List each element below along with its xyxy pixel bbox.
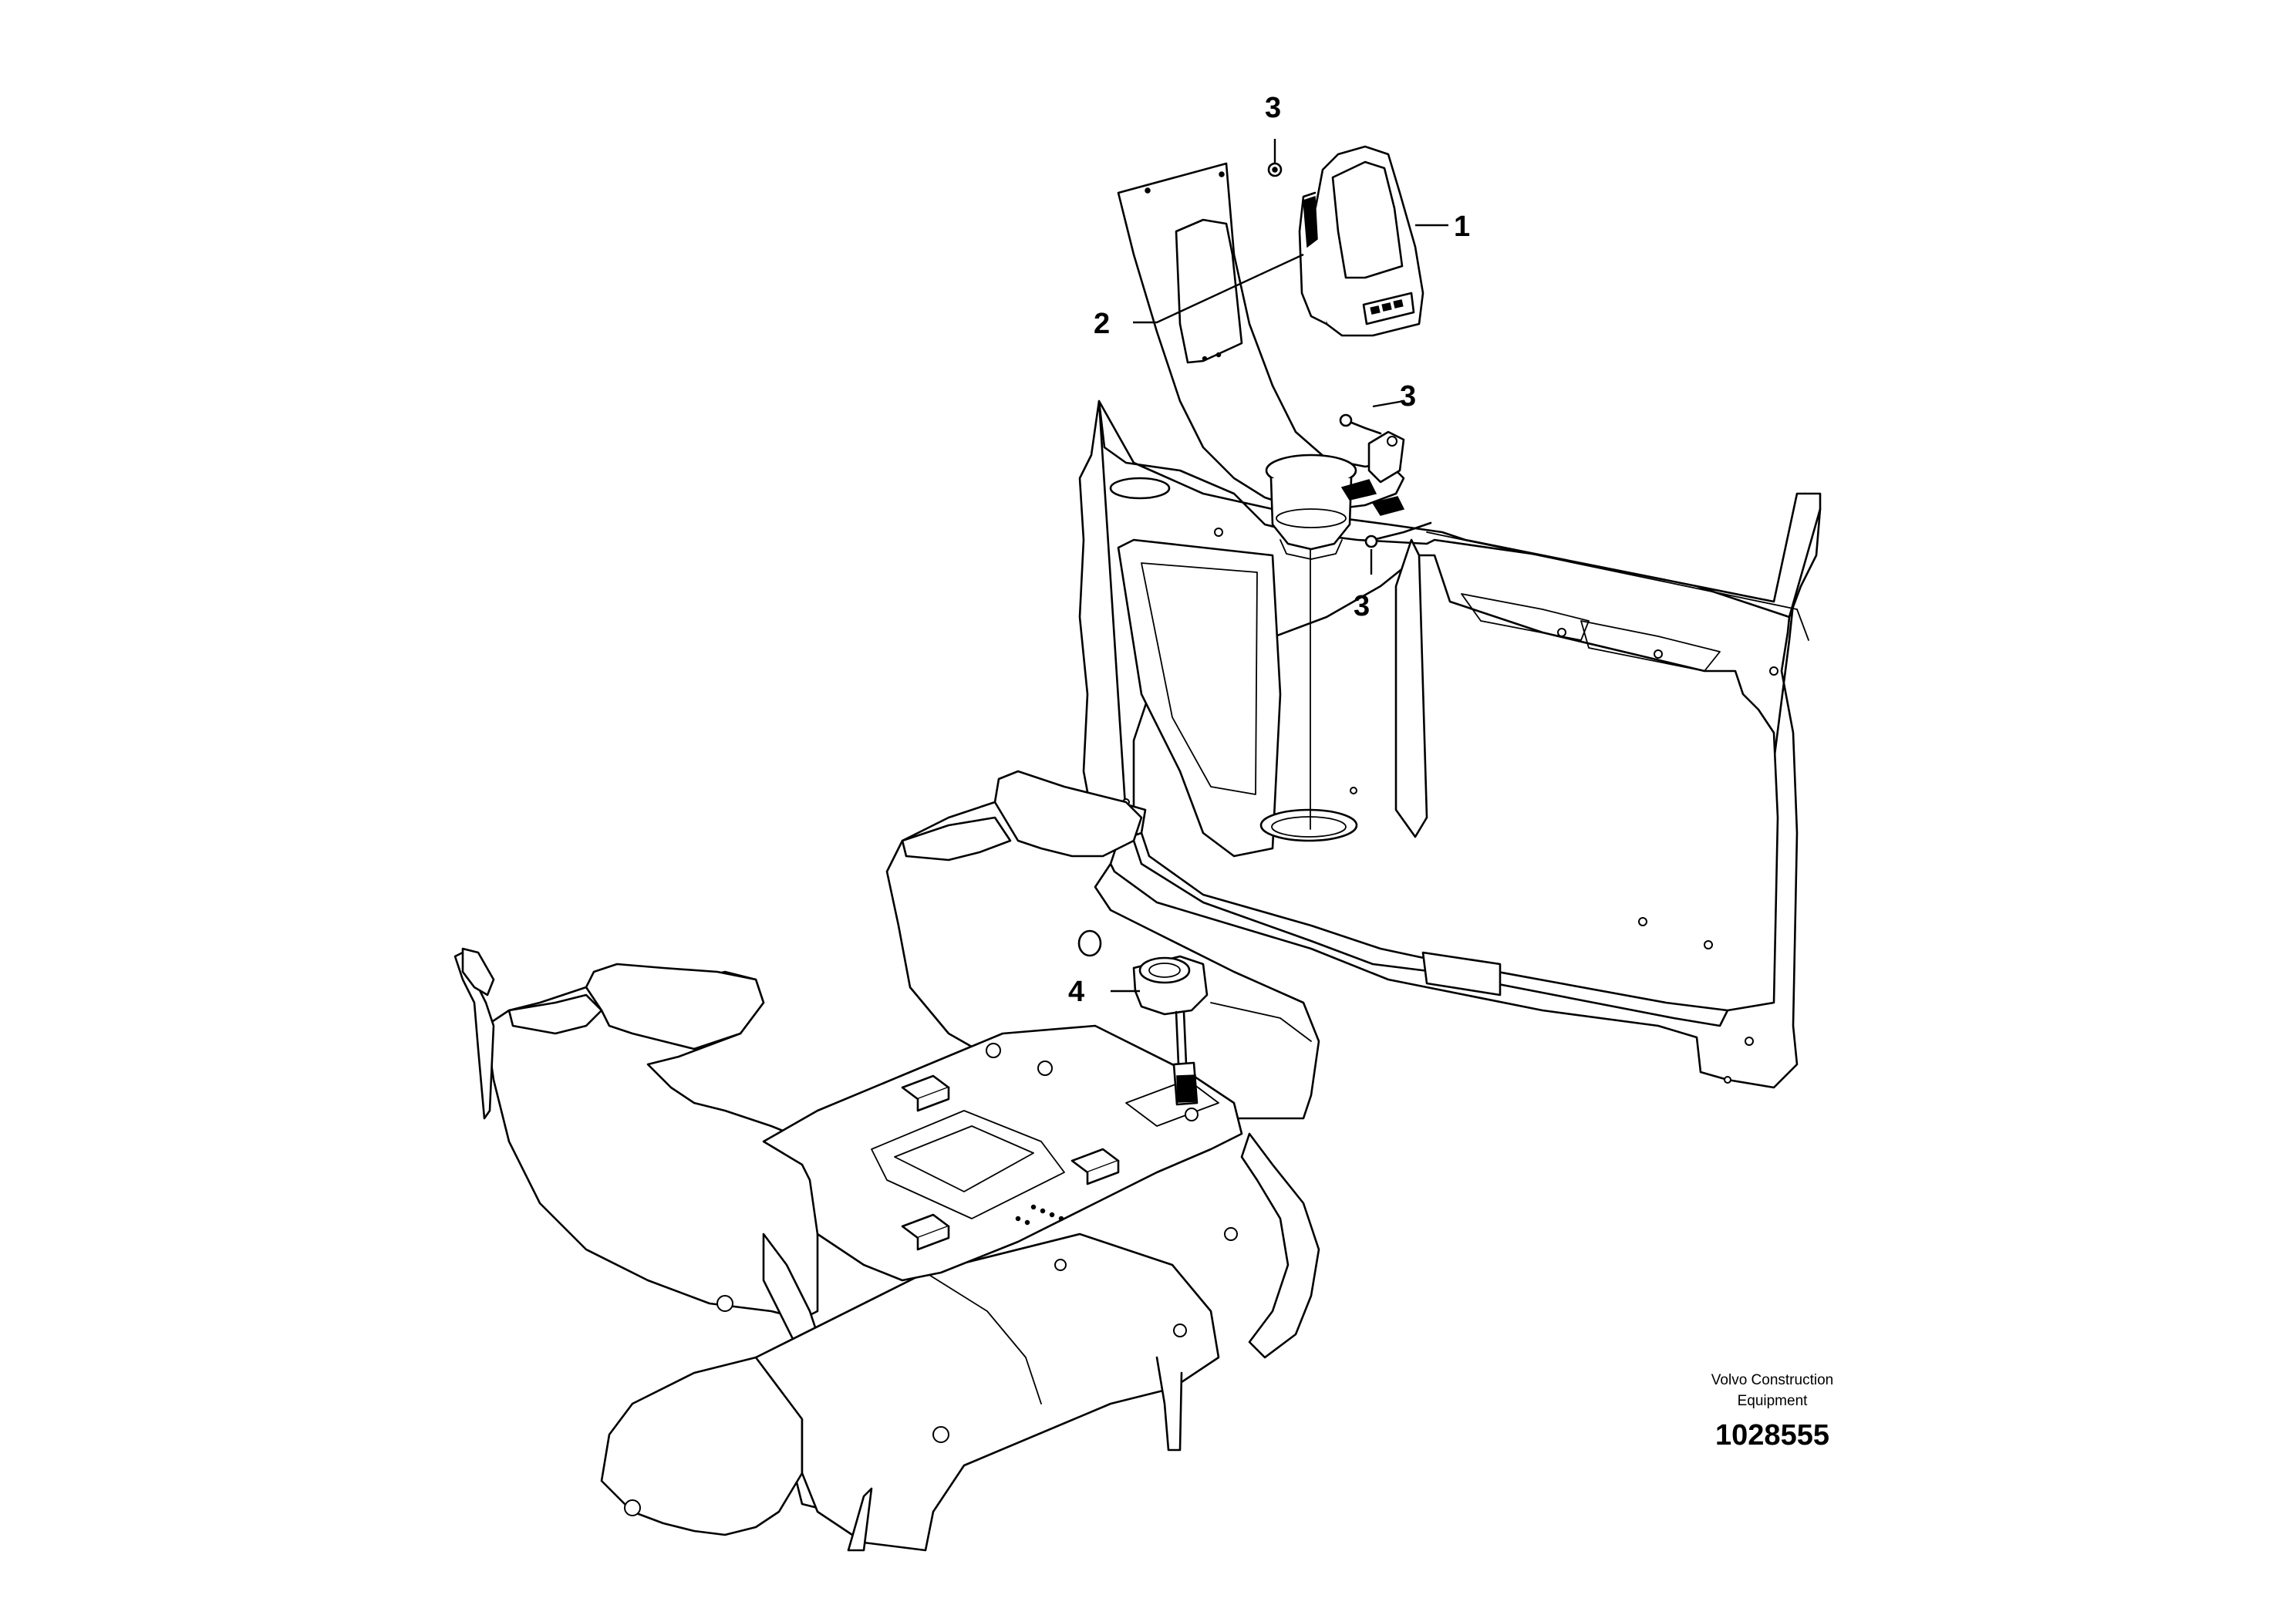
callout-screw-right-lower: 3: [1354, 590, 1370, 622]
screw-top-part: [1267, 162, 1283, 177]
screw-right-upper-part: [1339, 413, 1382, 435]
screw-right-lower-part: [1364, 521, 1432, 548]
rear-console-panel: [1078, 400, 1822, 1089]
callout-screw-right-upper: 3: [1400, 380, 1416, 413]
right-armrest-console: [885, 770, 1320, 1359]
brand-line-1: Volvo Construction: [1711, 1372, 1833, 1388]
seat-mounting-plate: [762, 1024, 1243, 1282]
leader-lines: [1111, 139, 1448, 993]
callout-display-unit: 1: [1454, 211, 1470, 243]
lower-base: [600, 1233, 1220, 1552]
socket-part: [1132, 955, 1209, 1106]
display-bracket-part: [1117, 162, 1405, 560]
callout-socket: 4: [1068, 976, 1084, 1008]
callout-screw-top: 3: [1265, 92, 1281, 124]
callout-display-bracket: 2: [1094, 308, 1110, 340]
drawing-number: 1028555: [1715, 1419, 1829, 1452]
brand-line-2: Equipment: [1738, 1393, 1809, 1409]
display-unit-part: [1298, 145, 1424, 337]
